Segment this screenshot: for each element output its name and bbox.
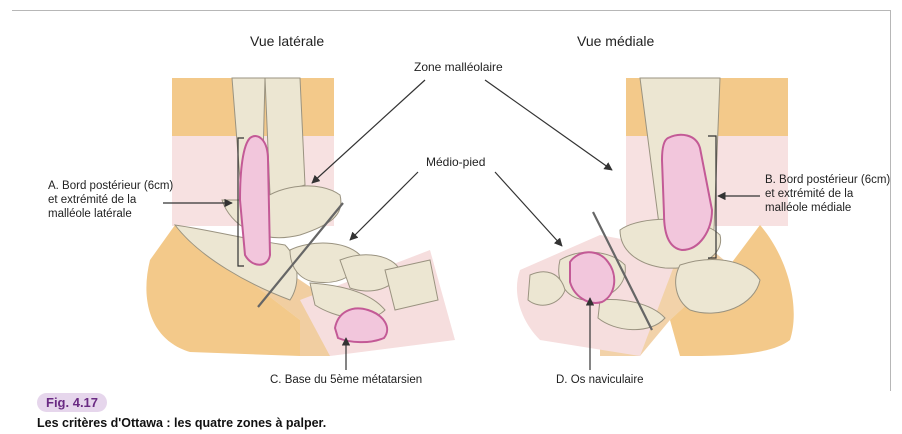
medio-pied-label: Médio-pied [426,155,485,169]
medial-foot [517,78,794,356]
lateral-foot [146,78,455,356]
lateral-view-title: Vue latérale [250,34,324,48]
zone-c-label: C. Base du 5ème métatarsien [270,373,422,387]
figure-number-badge: Fig. 4.17 [37,393,107,412]
zone-b-label-line2: et extrémité de la [765,187,853,201]
zone-a-label-line2: et extrémité de la [48,193,136,207]
figure-caption: Les critères d'Ottawa : les quatre zones… [37,416,326,430]
zone-a-label-line1: A. Bord postérieur (6cm) [48,179,173,193]
zone-d-label: D. Os naviculaire [556,373,644,387]
zone-b-label-line3: malléole médiale [765,201,851,215]
zone-malleolaire-label: Zone malléolaire [414,60,503,74]
zone-b-label-line1: B. Bord postérieur (6cm) [765,173,890,187]
zone-a-highlight [240,136,270,265]
zone-a-label-line3: malléole latérale [48,207,132,221]
medial-view-title: Vue médiale [577,34,654,48]
